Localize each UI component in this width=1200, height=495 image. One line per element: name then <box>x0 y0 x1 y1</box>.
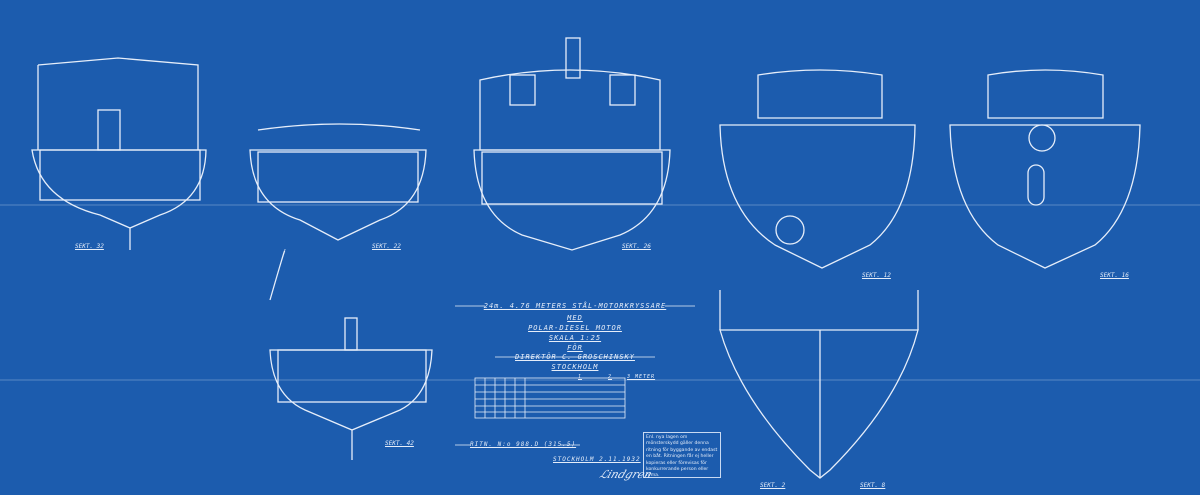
drawing-number: RITN. N:o 988.D (315.5) <box>470 441 577 448</box>
copyright-stamp: Enl. nya lagen om mönsterskydd gäller de… <box>643 432 721 478</box>
title-line-5: FÖR <box>567 344 583 352</box>
section-label: SEKT. 26 <box>622 243 651 250</box>
title-line-2: MED <box>567 314 583 322</box>
section-label: SEKT. 32 <box>75 243 104 250</box>
scale-tick-2: 2 <box>608 374 613 380</box>
title-line-3: POLAR-DIESEL MOTOR <box>528 324 622 332</box>
section-22 <box>249 123 427 241</box>
section-12 <box>719 69 916 269</box>
section-26 <box>473 37 671 251</box>
date-line: STOCKHOLM 2.11.1932 <box>553 456 641 463</box>
scale-bar-drawing <box>474 377 626 419</box>
title-underlines <box>455 305 695 446</box>
section-label: SEKT. 22 <box>372 243 401 250</box>
section-42 <box>269 249 433 460</box>
title-line-1: 24m. 4.76 METERS STÅL-MOTORKRYSSARE <box>483 302 667 310</box>
title-line-4: SKALA 1:25 <box>548 334 602 342</box>
scale-tick-1: 1 <box>578 374 583 380</box>
scale-bar-label: 3 METER <box>627 374 656 380</box>
section-label: SEKT. 16 <box>1100 272 1129 279</box>
section-label: SEKT. 8 <box>860 482 886 489</box>
section-2-8 <box>719 290 919 479</box>
section-16 <box>949 69 1141 269</box>
title-line-6: DIREKTÖR C. GROSCHINSKY <box>515 353 635 361</box>
section-label: SEKT. 12 <box>862 272 891 279</box>
title-line-7: STOCKHOLM <box>551 363 599 371</box>
section-32 <box>31 57 207 250</box>
signature: ℒindgren <box>597 468 654 481</box>
section-label: SEKT. 2 <box>760 482 786 489</box>
waterlines <box>0 204 1200 381</box>
section-label: SEKT. 42 <box>385 440 414 447</box>
